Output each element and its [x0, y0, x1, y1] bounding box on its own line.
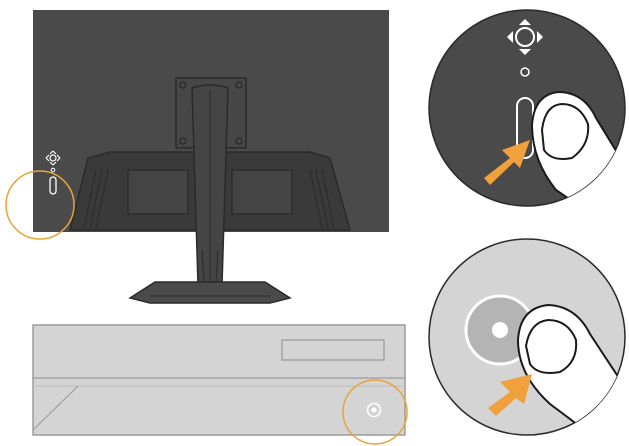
monitor-rear-view: [5, 10, 389, 304]
pc-button-closeup: [428, 238, 626, 436]
monitor-rear-recess-right: [231, 169, 293, 215]
monitor-button-closeup: [428, 9, 626, 207]
desktop-pc-case: [32, 324, 408, 445]
monitor-rear-recess-left: [127, 169, 189, 215]
press-arrow-icon: [488, 374, 532, 416]
pc-case-body: [32, 324, 406, 436]
press-arrow-icon: [484, 140, 530, 185]
pc-optical-drive-bay: [281, 339, 385, 361]
monitor-power-led-icon: [50, 167, 56, 173]
monitor-power-button[interactable]: [49, 176, 57, 195]
joystick-icon[interactable]: [507, 19, 543, 55]
vesa-screw-holes: [179, 81, 243, 145]
stand-base: [128, 281, 292, 304]
monitor-vent-lines: [83, 169, 335, 229]
power-led-icon: [520, 67, 530, 77]
pc-power-highlight-ring: [342, 379, 408, 445]
monitor-joystick-icon: [45, 150, 61, 166]
monitor-power-highlight-ring: [5, 170, 75, 240]
pc-power-button-icon[interactable]: [366, 402, 382, 418]
